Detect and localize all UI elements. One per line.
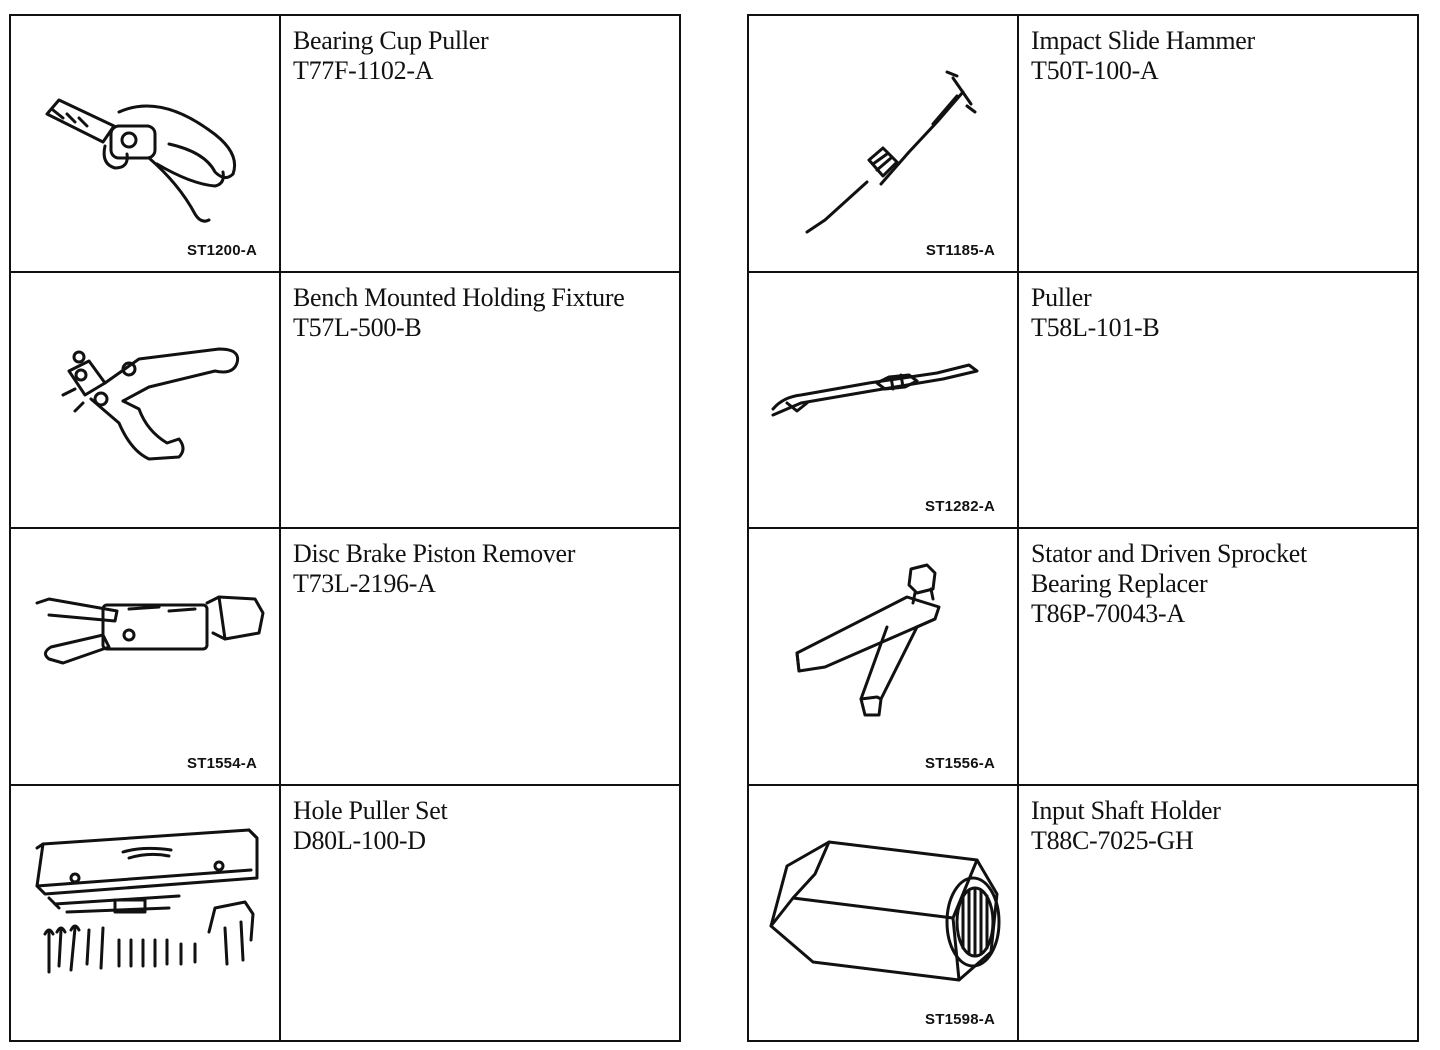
illustration-cell: ST1554-A [11,529,281,784]
illustration-cell: ST1556-A [749,529,1019,784]
slide-hammer-icon [805,70,977,234]
puller-set-icon [35,828,259,973]
bearing-cup-puller-icon [45,98,236,223]
description-cell: Bench Mounted Holding Fixture T57L-500-B [281,273,679,528]
tool-name: Impact Slide Hammer [1031,26,1255,55]
description-cell: Puller T58L-101-B [1019,273,1417,528]
tool-name: Disc Brake Piston Remover [293,539,576,568]
tool-row: Hole Puller Set D80L-100-D [11,785,679,1041]
illustration-cell [11,785,281,1040]
illustration-cell: ST1185-A [749,16,1019,271]
illustration-cell [11,272,281,527]
tool-row: ST1556-A Stator and Driven Sprocket Bear… [749,529,1417,786]
part-number: T86P-70043-A [1031,599,1185,628]
part-number: T77F-1102-A [293,56,434,85]
left-tool-table: ST1200-A Bearing Cup Puller T77F-1102-A … [9,14,681,1042]
shaft-holder-icon [769,840,1001,981]
part-number: T88C-7025-GH [1031,825,1194,855]
figure-code: ST1200-A [187,241,257,259]
tool-name: Stator and Driven Sprocket [1031,539,1307,568]
piston-remover-icon [35,595,265,665]
tool-row: ST1200-A Bearing Cup Puller T77F-1102-A [11,16,679,273]
tool-row: ST1185-A Impact Slide Hammer T50T-100-A [749,16,1417,273]
description-cell: Impact Slide Hammer T50T-100-A [1019,16,1417,271]
tool-row: ST1282-A Puller T58L-101-B [749,272,1417,529]
description-cell: Stator and Driven Sprocket Bearing Repla… [1019,529,1417,784]
illustration-cell: ST1282-A [749,272,1019,527]
figure-code: ST1556-A [925,754,995,772]
figure-code: ST1282-A [925,498,995,515]
tool-row: ST1598-A Input Shaft Holder T88C-7025-GH [749,785,1417,1041]
puller-icon [771,363,979,416]
part-number: T58L-101-B [1031,312,1160,342]
description-cell: Disc Brake Piston Remover T73L-2196-A [281,529,679,784]
description-cell: Hole Puller Set D80L-100-D [281,786,679,1041]
tool-name: Bearing Replacer [1031,569,1208,598]
tool-name: Bearing Cup Puller [293,26,489,55]
figure-code: ST1554-A [187,754,257,772]
part-number: T50T-100-A [1031,56,1159,85]
part-number: D80L-100-D [293,825,426,855]
tool-row: Bench Mounted Holding Fixture T57L-500-B [11,272,679,529]
figure-code: ST1185-A [925,241,995,259]
part-number: T57L-500-B [293,312,422,342]
tool-name: Hole Puller Set [293,795,448,825]
tool-name: Bench Mounted Holding Fixture [293,282,625,312]
illustration-cell: ST1598-A [749,785,1019,1040]
tool-row: ST1554-A Disc Brake Piston Remover T73L-… [11,529,679,786]
holding-fixture-icon [61,347,240,460]
tool-name: Input Shaft Holder [1031,795,1221,825]
figure-code: ST1598-A [925,1011,995,1028]
bearing-replacer-icon [795,563,941,717]
description-cell: Input Shaft Holder T88C-7025-GH [1019,786,1417,1041]
right-tool-table: ST1185-A Impact Slide Hammer T50T-100-A … [747,14,1419,1042]
tool-name: Puller [1031,282,1092,312]
illustration-cell: ST1200-A [11,16,281,271]
description-cell: Bearing Cup Puller T77F-1102-A [281,16,679,271]
part-number: T73L-2196-A [293,569,436,598]
